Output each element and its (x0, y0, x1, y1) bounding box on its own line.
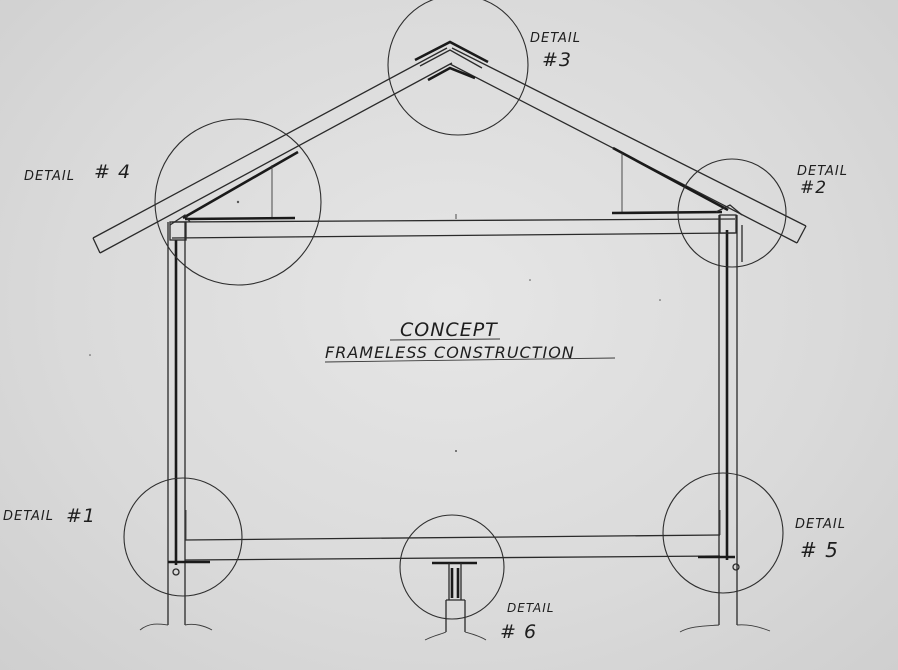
detail-5-circle (662, 472, 784, 594)
detail-3-number: #3 (542, 49, 572, 71)
title-underline (389, 338, 501, 341)
roof-left-slope (92, 47, 453, 254)
detail-1-number: #1 (66, 505, 96, 527)
detail-1-label: DETAIL (3, 509, 54, 524)
detail-4-label: DETAIL (24, 169, 75, 184)
detail-2-number: #2 (800, 178, 827, 198)
left-wall (167, 214, 191, 625)
floor (168, 510, 740, 576)
detail-4-number: # 4 (94, 161, 131, 183)
detail-6-circle (399, 514, 505, 620)
detail-2-label: DETAIL (797, 164, 848, 179)
detail-1-circle (123, 477, 243, 597)
ceiling-beam (171, 210, 736, 239)
detail-2-circle (677, 158, 787, 268)
paper-specks (89, 200, 661, 452)
right-wall (715, 204, 743, 625)
detail-5-number: # 5 (800, 538, 839, 562)
detail-5-label: DETAIL (795, 517, 846, 532)
title-line-1: CONCEPT (400, 319, 498, 341)
ridge-connector (414, 40, 489, 82)
ground-lines (139, 623, 771, 641)
center-pier (432, 561, 477, 632)
subtitle-underline (324, 357, 616, 363)
detail-4-circle (154, 118, 322, 286)
detail-3-label: DETAIL (530, 31, 581, 46)
detail-6-number: # 6 (500, 621, 537, 643)
detail-6-label: DETAIL (507, 601, 554, 615)
title-line-2: FRAMELESS CONSTRUCTION (325, 343, 575, 362)
detail-3-circle (387, 0, 529, 136)
